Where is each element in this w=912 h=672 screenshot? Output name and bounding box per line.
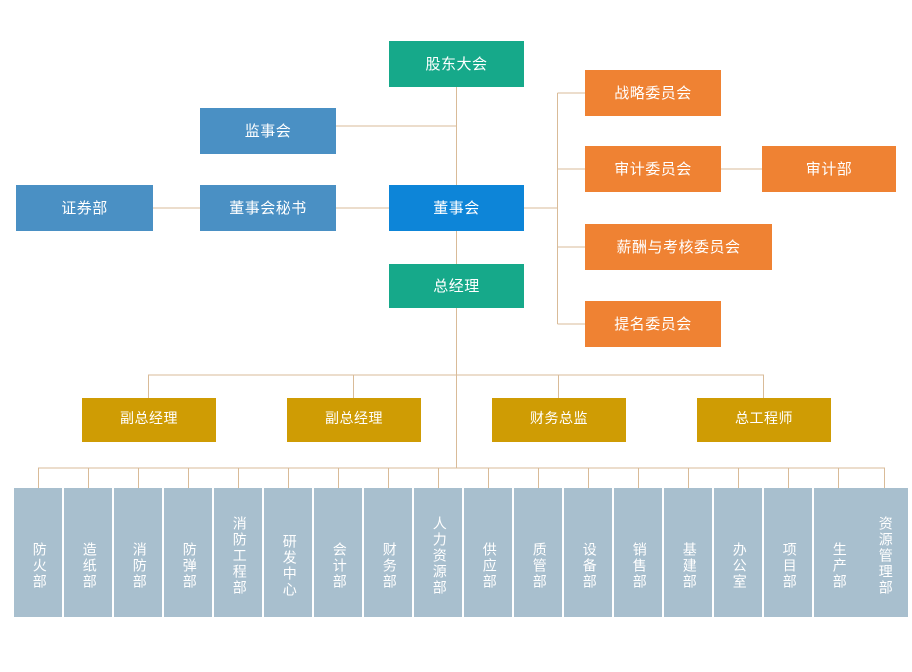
node-label: 生产部 — [830, 541, 847, 590]
node-label: 副总经理 — [325, 411, 383, 428]
node-department-17[interactable]: 资源管理部 — [860, 488, 908, 617]
node-label: 消防工程部 — [230, 515, 247, 596]
node-department-16[interactable]: 生产部 — [814, 488, 862, 617]
node-department-8[interactable]: 人力资源部 — [414, 488, 462, 617]
node-department-10[interactable]: 质管部 — [514, 488, 562, 617]
node-label: 证券部 — [61, 198, 108, 217]
node-executive-chief-engineer[interactable]: 总工程师 — [697, 398, 831, 442]
node-label: 防弹部 — [180, 541, 197, 590]
node-department-1[interactable]: 造纸部 — [64, 488, 112, 617]
node-label: 财务部 — [380, 541, 397, 590]
node-label: 会计部 — [330, 541, 347, 590]
node-shareholders-meeting[interactable]: 股东大会 — [389, 41, 524, 87]
node-department-12[interactable]: 销售部 — [614, 488, 662, 617]
node-committee-strategy[interactable]: 战略委员会 — [585, 70, 721, 116]
node-committee-audit[interactable]: 审计委员会 — [585, 146, 721, 192]
node-label: 资源管理部 — [876, 515, 893, 596]
node-department-3[interactable]: 防弹部 — [164, 488, 212, 617]
node-executive-cfo[interactable]: 财务总监 — [492, 398, 626, 442]
node-label: 销售部 — [630, 541, 647, 590]
node-department-7[interactable]: 财务部 — [364, 488, 412, 617]
node-label: 董事会秘书 — [229, 198, 307, 217]
node-board-secretary[interactable]: 董事会秘书 — [200, 185, 336, 231]
node-label: 质管部 — [530, 541, 547, 590]
node-supervisory-board[interactable]: 监事会 — [200, 108, 336, 154]
node-department-5[interactable]: 研发中心 — [264, 488, 312, 617]
node-label: 审计部 — [805, 159, 853, 178]
node-executive-deputy-gm-1[interactable]: 副总经理 — [82, 398, 216, 442]
node-department-2[interactable]: 消防部 — [114, 488, 162, 617]
node-label: 总经理 — [433, 276, 480, 295]
node-label: 项目部 — [780, 541, 797, 590]
node-label: 战略委员会 — [614, 83, 692, 102]
node-general-manager[interactable]: 总经理 — [389, 264, 524, 308]
node-committee-nomination[interactable]: 提名委员会 — [585, 301, 721, 347]
node-department-4[interactable]: 消防工程部 — [214, 488, 262, 617]
node-label: 监事会 — [244, 121, 292, 140]
node-label: 供应部 — [480, 541, 497, 590]
node-label: 消防部 — [130, 541, 147, 590]
node-committee-compensation[interactable]: 薪酬与考核委员会 — [585, 224, 772, 270]
node-label: 审计委员会 — [614, 159, 692, 178]
node-label: 人力资源部 — [430, 515, 447, 596]
node-label: 副总经理 — [120, 411, 178, 428]
node-label: 研发中心 — [280, 533, 297, 598]
node-department-9[interactable]: 供应部 — [464, 488, 512, 617]
node-label: 基建部 — [680, 541, 697, 590]
node-label: 总工程师 — [735, 411, 793, 428]
node-label: 董事会 — [433, 198, 480, 217]
node-department-11[interactable]: 设备部 — [564, 488, 612, 617]
node-label: 防火部 — [30, 541, 47, 590]
node-label: 薪酬与考核委员会 — [616, 237, 741, 256]
node-audit-department[interactable]: 审计部 — [762, 146, 896, 192]
node-securities-department[interactable]: 证券部 — [16, 185, 153, 231]
node-label: 财务总监 — [530, 411, 588, 428]
node-department-6[interactable]: 会计部 — [314, 488, 362, 617]
node-department-13[interactable]: 基建部 — [664, 488, 712, 617]
node-executive-deputy-gm-2[interactable]: 副总经理 — [287, 398, 421, 442]
node-department-15[interactable]: 项目部 — [764, 488, 812, 617]
node-label: 股东大会 — [425, 54, 488, 73]
node-department-0[interactable]: 防火部 — [14, 488, 62, 617]
node-label: 提名委员会 — [614, 314, 692, 333]
node-department-14[interactable]: 办公室 — [714, 488, 762, 617]
node-label: 办公室 — [730, 541, 747, 590]
node-label: 设备部 — [580, 541, 597, 590]
node-label: 造纸部 — [80, 541, 97, 590]
node-board-of-directors[interactable]: 董事会 — [389, 185, 524, 231]
